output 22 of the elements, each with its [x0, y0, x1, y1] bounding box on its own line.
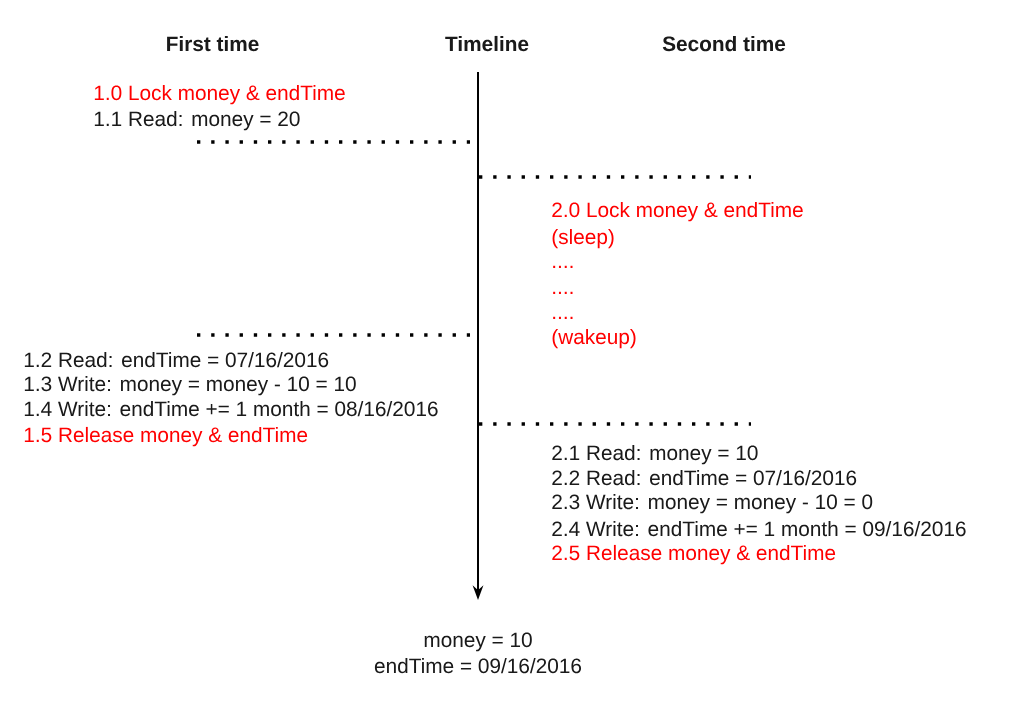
step-text: 2.3 Write: money = money - 10 = 0 — [552, 493, 873, 514]
step-text: 1.4 Write: endTime += 1 month = 08/16/2016 — [24, 400, 438, 417]
result-text: money = 10 — [424, 632, 532, 652]
step-text: 2.0 Lock money & endTime — [552, 201, 803, 222]
ellipsis-text: .... — [553, 291, 573, 294]
step-text: 2.1 Read: money = 10 — [552, 444, 758, 465]
ellipsis-text: .... — [553, 265, 573, 268]
state-note: (sleep) — [552, 228, 614, 249]
ellipsis-text: .... — [553, 316, 573, 319]
step-text: 1.1 Read: money = 20 — [94, 110, 300, 131]
result-text: endTime = 09/16/2016 — [374, 657, 582, 674]
step-text: 2.2 Read: endTime = 07/16/2016 — [552, 469, 857, 486]
step-text: 1.5 Release money & endTime — [24, 426, 308, 447]
step-text: 1.0 Lock money & endTime — [94, 84, 345, 105]
column-heading: Timeline — [445, 35, 529, 52]
step-text: 1.3 Write: money = money - 10 = 10 — [24, 375, 356, 396]
step-text: 2.5 Release money & endTime — [552, 544, 836, 565]
step-text: 2.4 Write: endTime += 1 month = 09/16/2016 — [552, 520, 966, 537]
state-note: (wakeup) — [552, 328, 636, 349]
column-heading: First time — [167, 35, 259, 52]
step-text: 1.2 Read: endTime = 07/16/2016 — [24, 351, 329, 368]
column-heading: Second time — [662, 35, 786, 52]
